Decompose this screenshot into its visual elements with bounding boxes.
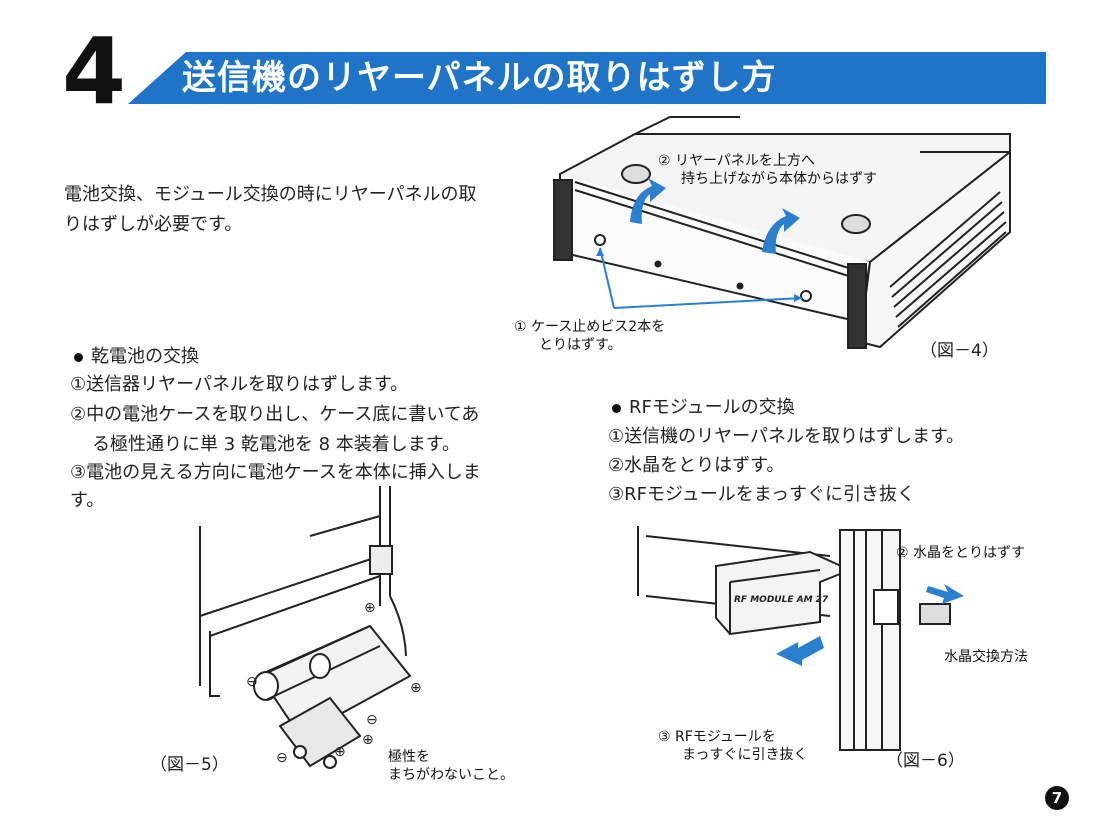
fig4-callout-1-line-2: とりはずす。 xyxy=(539,337,622,353)
intro-line-2: りはずしが必要です。 xyxy=(64,214,243,235)
plus-sign-icon: ⊕ xyxy=(410,680,422,696)
minus-sign-icon: ⊖ xyxy=(276,750,288,766)
fig6-crystal-method: 水晶交換方法 xyxy=(944,649,1028,665)
fig5-note-line-1: 極性を xyxy=(388,749,430,765)
intro-line-1: 電池交換、モジュール交換の時にリヤーパネルの取 xyxy=(64,184,477,205)
plus-sign-icon: ⊕ xyxy=(362,732,374,748)
rf-heading: RFモジュールの交換 xyxy=(612,393,795,423)
fig4-label: （図－4） xyxy=(920,341,999,361)
fig6-callout-crystal: ② 水晶をとりはずす xyxy=(896,545,1026,561)
figure-6-illustration: RF MODULE AM 27 xyxy=(637,526,964,751)
title-banner xyxy=(128,52,1046,104)
page-title: 送信機のリヤーパネルの取りはずし方 xyxy=(182,58,777,98)
fig6-label: （図－6） xyxy=(886,751,965,771)
fig5-note-line-2: まちがわないこと。 xyxy=(388,767,514,783)
page-number: 7 xyxy=(1045,786,1069,810)
plus-sign-icon: ⊕ xyxy=(334,744,346,760)
minus-sign-icon: ⊖ xyxy=(366,712,378,728)
battery-step-1: ①送信器リヤーパネルを取りはずします。 xyxy=(70,374,409,395)
figure-5-illustration: ⊕ ⊕ ⊖ ⊖ ⊕ ⊕ ⊖ xyxy=(199,486,422,769)
rf-step-3: ③RFモジュールをまっすぐに引き抜く xyxy=(608,484,916,505)
battery-step-3-line-1: ③電池の見える方向に電池ケースを本体に挿入しま xyxy=(70,462,481,483)
fig4-callout-1-line-1: ① ケース止めビス2本を xyxy=(514,319,666,335)
section-number: 4 xyxy=(62,18,126,125)
fig4-callout-2-line-1: ② リヤーパネルを上方へ xyxy=(658,153,815,169)
plus-sign-icon: ⊕ xyxy=(364,600,376,616)
fig6-callout-3-line-2: まっすぐに引き抜く xyxy=(682,747,808,763)
fig6-module-label: RF MODULE AM 27 xyxy=(734,595,829,605)
minus-sign-icon: ⊖ xyxy=(246,674,258,690)
battery-step-2-line-1: ②中の電池ケースを取り出し、ケース底に書いてあ xyxy=(70,404,480,425)
battery-step-2-line-2: る極性通りに単 3 乾電池を 8 本装着します。 xyxy=(92,434,460,455)
bullet-icon xyxy=(612,403,621,413)
battery-step-3-line-2: す。 xyxy=(70,490,105,511)
bullet-icon xyxy=(74,352,83,362)
fig5-label: （図－5） xyxy=(150,755,229,775)
rf-heading-text: RFモジュールの交換 xyxy=(629,397,795,418)
battery-heading: 乾電池の交換 xyxy=(74,342,199,372)
fig4-callout-2-line-2: 持ち上げながら本体からはずす xyxy=(681,171,877,187)
figure-4-illustration xyxy=(553,116,1011,349)
battery-heading-text: 乾電池の交換 xyxy=(91,346,199,367)
rf-step-2: ②水晶をとりはずす。 xyxy=(608,455,785,476)
fig6-callout-3-line-1: ③ RFモジュールを xyxy=(658,729,776,745)
rf-step-1: ①送信機のリヤーパネルを取りはずします。 xyxy=(608,426,965,447)
